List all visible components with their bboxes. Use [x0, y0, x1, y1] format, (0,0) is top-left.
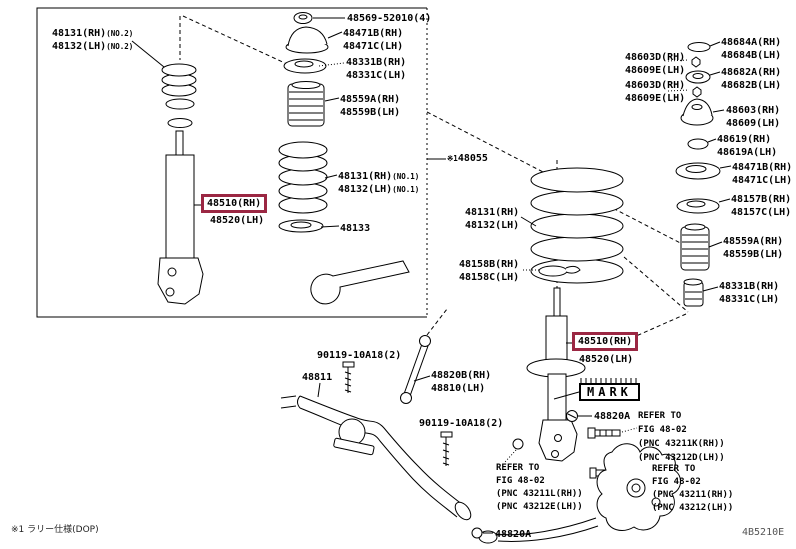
stabilizer-bar-drawing	[280, 395, 472, 521]
main-shock-absorber-drawing	[526, 287, 586, 462]
footnote: ※1 ラリー仕様(DOP)	[11, 522, 99, 535]
part-label-48331-right[interactable]: 48331B(RH)48331C(LH)	[719, 281, 780, 305]
leader	[520, 216, 537, 227]
part-label-48471-right[interactable]: 48471B(RH)48471C(LH)	[732, 162, 793, 186]
part-number: 48132(LH)	[52, 41, 107, 52]
part-number: 48055	[457, 153, 488, 164]
part-label-48684[interactable]: 48684A(RH)48684B(LH)	[721, 37, 782, 61]
part-label-48157[interactable]: 48157B(RH)48157C(LH)	[731, 194, 792, 218]
part-label-48811[interactable]: 48811	[302, 372, 333, 383]
inset-strut-parts-drawings	[278, 12, 329, 233]
leader	[131, 40, 165, 68]
part-label-48520-main[interactable]: 48520(LH)	[579, 354, 634, 365]
part-label-48131-main[interactable]: 48131(RH)48132(LH)	[465, 207, 520, 231]
mark-box-comb	[553, 378, 637, 400]
part-label-90119-2[interactable]: 90119-10A18(2)	[419, 418, 504, 429]
mark-box: MARK	[579, 383, 640, 401]
spring-insulator-drawing	[538, 265, 581, 277]
leader	[621, 427, 638, 433]
highlight-box-48510-main[interactable]: 48510(RH)	[572, 332, 639, 351]
part-label-48055[interactable]: ※148055	[447, 152, 488, 165]
part-label-48619[interactable]: 48619(RH)48619A(LH)	[717, 134, 778, 158]
variant-suffix: (NO.2)	[106, 42, 134, 51]
steering-knuckle-drawing	[596, 443, 681, 531]
spanner-tool-drawing	[310, 260, 410, 305]
stabilizer-link-drawing	[400, 335, 431, 404]
part-label-48820a-upper[interactable]: 48820A	[594, 411, 631, 422]
inset-shock-absorber-drawing	[157, 154, 204, 305]
part-label-48158[interactable]: 48158B(RH)48158C(LH)	[459, 259, 520, 283]
part-label-48131-48132-no2[interactable]: 48131(RH)(NO.2) 48132(LH)(NO.2)	[52, 27, 133, 53]
lower-arm-drawing	[478, 517, 599, 544]
main-coil-spring-drawing	[530, 167, 624, 284]
part-label-48603d-1[interactable]: 48603D(RH)48609E(LH)	[625, 52, 686, 76]
part-label-90119-1[interactable]: 90119-10A18(2)	[317, 350, 402, 361]
part-number: 48131(RH)	[338, 171, 393, 182]
nut-48820a-lower-drawing	[471, 527, 483, 539]
part-label-48559-inset[interactable]: 48559A(RH)48559B(LH)	[340, 94, 401, 118]
variant-suffix: (NO.1)	[392, 172, 420, 181]
part-label-48331-inset[interactable]: 48331B(RH)48331C(LH)	[346, 57, 407, 81]
part-label-48520-inset[interactable]: 48520(LH)	[210, 215, 265, 226]
drawing-code: 4B5210E	[742, 527, 785, 538]
right-column-parts-drawings	[675, 42, 721, 307]
part-label-48603d-2[interactable]: 48603D(RH)48609E(LH)	[625, 80, 686, 104]
variant-suffix: (NO.2)	[106, 29, 134, 38]
leader	[413, 375, 431, 382]
inset-frame	[36, 7, 428, 318]
part-label-48559-right[interactable]: 48559A(RH)48559B(LH)	[723, 236, 784, 260]
part-label-48131-48132-no1[interactable]: 48131(RH)(NO.1) 48132(LH)(NO.1)	[338, 170, 419, 196]
stud-drawing	[512, 438, 524, 450]
nut-48820a-upper-drawing	[566, 410, 578, 422]
footnote-marker: ※1	[11, 525, 25, 535]
leaders-inset-column	[313, 17, 345, 228]
part-label-48682[interactable]: 48682A(RH)48682B(LH)	[721, 67, 782, 91]
part-label-48603[interactable]: 48603(RH)48609(LH)	[726, 105, 781, 129]
footnote-text: ラリー仕様(DOP)	[27, 525, 99, 535]
part-label-48569[interactable]: 48569-52010(4)	[347, 13, 432, 24]
leader-48811	[317, 382, 321, 398]
bolt-90119-2-drawing	[440, 431, 453, 466]
part-label-48133[interactable]: 48133	[340, 223, 371, 234]
highlight-box-48510-inset[interactable]: 48510(RH)	[201, 194, 268, 213]
leaders-right-column	[667, 41, 732, 292]
bolt-horizontal-drawing	[587, 427, 621, 439]
part-number: 48131(RH)	[52, 28, 107, 39]
part-label-48820b-48810[interactable]: 48820B(RH)48810(LH)	[431, 370, 492, 394]
footnote-marker: ※1	[447, 154, 458, 163]
leader	[504, 449, 517, 463]
inset-no2-spring-drawing	[161, 63, 197, 156]
part-label-48471-inset[interactable]: 48471B(RH)48471C(LH)	[343, 28, 404, 52]
part-label-48820a-lower[interactable]: 48820A	[495, 529, 532, 540]
variant-suffix: (NO.1)	[392, 185, 420, 194]
part-number: 48132(LH)	[338, 184, 393, 195]
bolt-90119-1-drawing	[342, 361, 355, 393]
